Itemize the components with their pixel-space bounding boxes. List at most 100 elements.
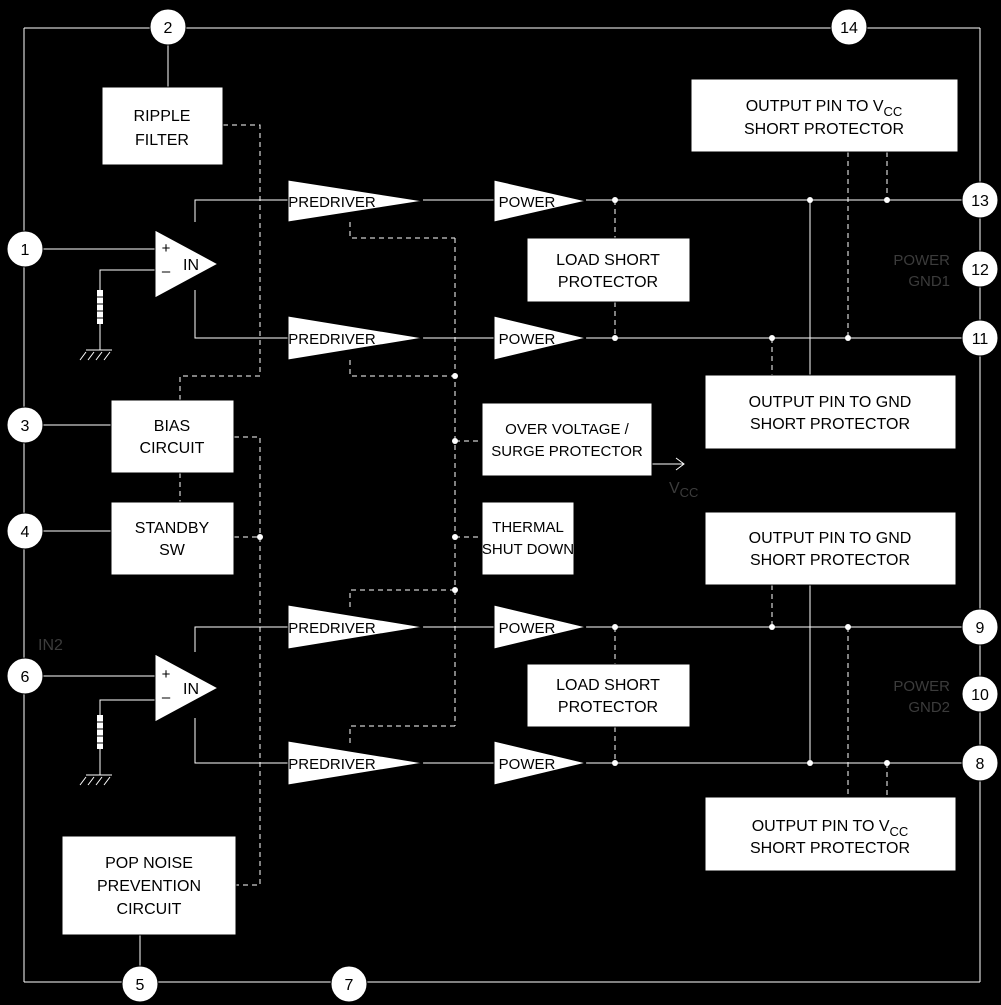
power-amp-1: POWER	[493, 179, 587, 223]
pop-noise-block: POP NOISE PREVENTION CIRCUIT	[61, 835, 237, 936]
pin-6: 6	[6, 657, 44, 695]
standby-sw-block: STANDBY SW	[110, 501, 235, 576]
out-gnd-2-label-1: OUTPUT PIN TO GND	[749, 530, 912, 547]
power-3-label: POWER	[499, 620, 556, 637]
out-vcc-1-label-2: SHORT PROTECTOR	[744, 121, 904, 138]
pin-13: 13	[961, 181, 999, 219]
svg-text:6: 6	[21, 669, 30, 686]
junction-dots	[257, 197, 890, 766]
control-lines	[179, 124, 888, 886]
input-amp-1: + – IN	[154, 229, 220, 299]
power-gnd1-label-1: POWER	[893, 252, 950, 269]
bias-circuit-label-2: CIRCUIT	[140, 440, 205, 457]
power-1-label: POWER	[499, 194, 556, 211]
svg-text:8: 8	[976, 756, 985, 773]
pin-1: 1	[6, 230, 44, 268]
load-short-2-label-1: LOAD SHORT	[556, 677, 660, 694]
in2-label: IN2	[38, 637, 63, 654]
vcc-label: VCC	[669, 480, 698, 500]
bias-circuit-label-1: BIAS	[154, 418, 190, 435]
ripple-filter-label-1: RIPPLE	[134, 108, 191, 125]
predriver-2-label: PREDRIVER	[288, 331, 376, 348]
over-voltage-label-1: OVER VOLTAGE /	[505, 421, 629, 438]
power-gnd1-label-2: GND1	[908, 273, 950, 290]
over-voltage-block: OVER VOLTAGE / SURGE PROTECTOR	[481, 402, 653, 477]
thermal-label-1: THERMAL	[492, 519, 564, 536]
svg-text:13: 13	[971, 193, 989, 210]
amp-2-minus: –	[162, 689, 171, 706]
load-short-1-label-1: LOAD SHORT	[556, 252, 660, 269]
capacitor-1	[97, 290, 103, 324]
svg-text:14: 14	[840, 20, 858, 37]
svg-text:7: 7	[345, 977, 354, 994]
out-gnd-1-label-1: OUTPUT PIN TO GND	[749, 394, 912, 411]
pop-noise-label-3: CIRCUIT	[117, 901, 182, 918]
capacitor-2	[97, 715, 103, 749]
power-gnd2-label-1: POWER	[893, 678, 950, 695]
pin-9: 9	[961, 608, 999, 646]
predriver-4-label: PREDRIVER	[288, 756, 376, 773]
pin-12: 12	[961, 250, 999, 288]
amp-1-plus: +	[162, 240, 171, 257]
predriver-1: PREDRIVER	[287, 179, 424, 223]
amp-2-plus: +	[162, 666, 171, 683]
load-short-protector-2: LOAD SHORT PROTECTOR	[526, 663, 691, 728]
out-vcc-1-label-1: OUTPUT PIN TO VCC	[746, 98, 903, 119]
svg-text:10: 10	[971, 687, 989, 704]
output-vcc-protector-1: OUTPUT PIN TO VCC SHORT PROTECTOR	[690, 78, 959, 153]
output-gnd-protector-2: OUTPUT PIN TO GND SHORT PROTECTOR	[704, 511, 957, 586]
signal-wires	[40, 40, 965, 970]
power-amp-4: POWER	[493, 740, 587, 786]
pin-8: 8	[961, 744, 999, 782]
load-short-protector-1: LOAD SHORT PROTECTOR	[526, 237, 691, 303]
power-amp-3: POWER	[493, 604, 587, 650]
ripple-filter-label-2: FILTER	[135, 132, 189, 149]
svg-text:12: 12	[971, 262, 989, 279]
amp-2-label: IN	[183, 681, 199, 698]
thermal-label-2: SHUT DOWN	[482, 541, 574, 558]
pin-2: 2	[149, 8, 187, 46]
predriver-1-label: PREDRIVER	[288, 194, 376, 211]
amp-1-minus: –	[162, 263, 171, 280]
bias-circuit-block: BIAS CIRCUIT	[110, 399, 235, 474]
ripple-filter-block: RIPPLE FILTER	[101, 86, 224, 166]
output-gnd-protector-1: OUTPUT PIN TO GND SHORT PROTECTOR	[704, 374, 957, 450]
output-vcc-protector-2: OUTPUT PIN TO VCC SHORT PROTECTOR	[704, 796, 957, 872]
svg-text:5: 5	[136, 977, 145, 994]
out-vcc-2-label-1: OUTPUT PIN TO VCC	[752, 818, 909, 839]
svg-text:3: 3	[21, 418, 30, 435]
pin-4: 4	[6, 512, 44, 550]
pin-10: 10	[961, 675, 999, 713]
pin-5: 5	[121, 965, 159, 1003]
pop-noise-label-1: POP NOISE	[105, 855, 193, 872]
out-vcc-2-label-2: SHORT PROTECTOR	[750, 840, 910, 857]
amp-1-label: IN	[183, 257, 199, 274]
svg-text:11: 11	[972, 331, 989, 348]
load-short-2-label-2: PROTECTOR	[558, 699, 658, 716]
predriver-2: PREDRIVER	[287, 315, 424, 361]
power-2-label: POWER	[499, 331, 556, 348]
power-amp-2: POWER	[493, 315, 587, 361]
predriver-4: PREDRIVER	[287, 740, 424, 786]
out-gnd-1-label-2: SHORT PROTECTOR	[750, 416, 910, 433]
svg-text:2: 2	[164, 20, 173, 37]
out-gnd-2-label-2: SHORT PROTECTOR	[750, 552, 910, 569]
pin-14: 14	[830, 8, 868, 46]
standby-sw-label-1: STANDBY	[135, 520, 210, 537]
predriver-3-label: PREDRIVER	[288, 620, 376, 637]
pop-noise-label-2: PREVENTION	[97, 878, 201, 895]
svg-text:1: 1	[21, 242, 30, 259]
load-short-1-label-2: PROTECTOR	[558, 274, 658, 291]
predriver-3: PREDRIVER	[287, 604, 424, 650]
svg-text:9: 9	[976, 620, 985, 637]
input-amp-2: + – IN	[154, 653, 220, 723]
pin-11: 11	[961, 319, 999, 357]
power-gnd2-label-2: GND2	[908, 699, 950, 716]
pin-7: 7	[330, 965, 368, 1003]
standby-sw-label-2: SW	[159, 542, 186, 559]
svg-text:4: 4	[21, 524, 30, 541]
over-voltage-label-2: SURGE PROTECTOR	[491, 443, 643, 460]
power-4-label: POWER	[499, 756, 556, 773]
thermal-shutdown-block: THERMAL SHUT DOWN	[481, 501, 575, 576]
